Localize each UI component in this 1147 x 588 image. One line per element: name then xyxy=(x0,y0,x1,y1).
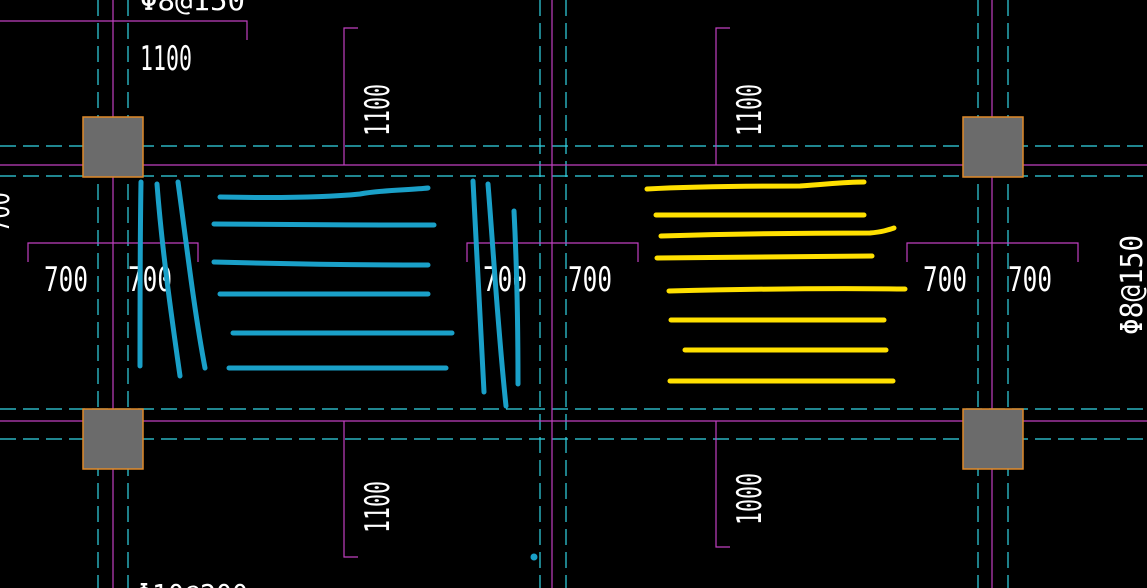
label-lower-right-1000: 1000 xyxy=(730,473,770,525)
dim-bracket-h-mid xyxy=(466,242,639,262)
label-dim-b-right: 700 xyxy=(568,260,612,300)
sketch-yellow-horizontal-1 xyxy=(644,179,867,192)
marker-dot-icon xyxy=(530,553,538,561)
dim-bracket-left-upper xyxy=(343,27,358,165)
dim-bracket-h-left xyxy=(27,242,199,262)
column-bottom-left xyxy=(82,408,144,470)
label-dim-b-left: 700 xyxy=(483,260,527,300)
sketch-blue-vertical-4 xyxy=(470,178,487,395)
label-dim-a-left: 700 xyxy=(44,260,88,300)
dim-bracket-right-lower xyxy=(715,421,730,548)
sketch-blue-vertical-2 xyxy=(154,181,183,379)
label-top-left-partial: Φ8@150 xyxy=(140,0,245,17)
leader-top-left xyxy=(0,20,248,40)
sketch-blue-strokes xyxy=(137,178,521,409)
sketch-blue-horizontal-3 xyxy=(211,259,431,268)
label-left-edge-partial: 700 xyxy=(0,192,17,232)
dim-bracket-right-upper xyxy=(715,27,730,165)
sketch-blue-vertical-1 xyxy=(137,179,144,369)
sketch-yellow-horizontal-3 xyxy=(658,225,897,239)
sketch-blue-horizontal-1 xyxy=(217,185,431,201)
label-upper-right-1100: 1100 xyxy=(730,84,770,136)
sketch-blue-vertical-6 xyxy=(511,208,521,387)
label-dim-c-left: 700 xyxy=(923,260,967,300)
label-top-left-1100: 1100 xyxy=(140,39,192,79)
column-top-left xyxy=(82,116,144,178)
columns xyxy=(82,116,1024,470)
dim-bracket-h-right xyxy=(906,242,1079,262)
sketch-yellow-horizontal-5 xyxy=(666,286,908,294)
label-bottom-partial: Φ10@200 xyxy=(136,578,248,588)
column-top-right xyxy=(962,116,1024,178)
label-right-rebar: Φ8@150 xyxy=(1115,235,1147,335)
label-upper-left-1100: 1100 xyxy=(358,84,398,136)
sketch-blue-vertical-3 xyxy=(175,179,208,371)
sketch-yellow-strokes xyxy=(644,179,908,384)
sketch-blue-vertical-5 xyxy=(485,181,509,409)
label-lower-left-1100: 1100 xyxy=(358,481,398,533)
column-bottom-right xyxy=(962,408,1024,470)
sketch-blue-horizontal-2 xyxy=(211,221,437,228)
dim-bracket-left-lower xyxy=(343,421,358,558)
sketch-yellow-horizontal-4 xyxy=(654,253,875,261)
label-dim-c-right: 700 xyxy=(1008,260,1052,300)
